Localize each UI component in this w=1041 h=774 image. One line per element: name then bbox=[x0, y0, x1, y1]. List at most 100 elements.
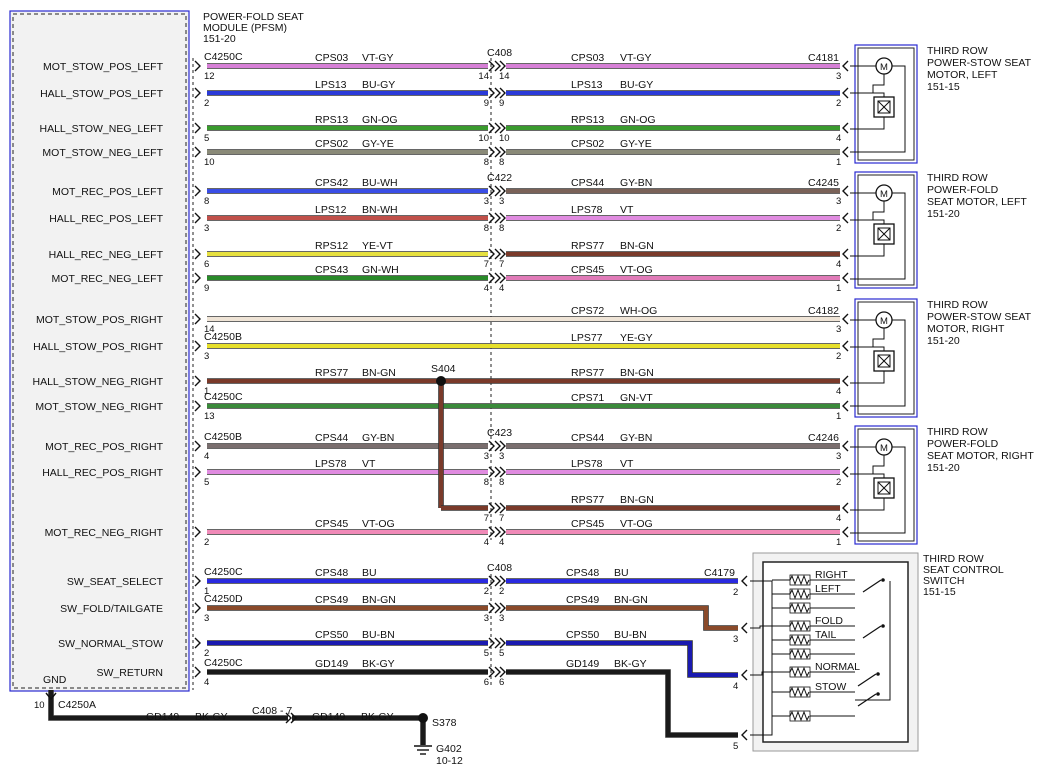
left-connector-id: C4250D bbox=[204, 593, 243, 605]
component-pin-number: 4 bbox=[836, 513, 841, 524]
component-title-line: POWER-FOLD bbox=[927, 438, 999, 450]
inline-pin-left: 9 bbox=[484, 98, 489, 109]
ground-splice-label: S378 bbox=[432, 717, 457, 729]
left-pin-number: 4 bbox=[204, 451, 209, 462]
component-title-stow-left: THIRD ROW POWER-STOW SEAT MOTOR, LEFT 15… bbox=[927, 45, 1032, 93]
right-wire-color: GN-VT bbox=[620, 392, 653, 404]
component-pin-number: 1 bbox=[836, 411, 841, 422]
left-circuit-id: RPS12 bbox=[315, 240, 348, 252]
inline-connector-arrow-left bbox=[488, 122, 495, 134]
right-circuit-id: LPS77 bbox=[571, 332, 603, 344]
component-pin-arrow-icon bbox=[842, 248, 849, 260]
inline-pin-left: 7 bbox=[484, 259, 489, 270]
ground-section: 10 C4250A GD149 BK-GY C408 - 7 GD149 BK-… bbox=[34, 699, 463, 767]
module-pin-label: HALL_STOW_NEG_RIGHT bbox=[32, 376, 163, 388]
left-pin-number: 14 bbox=[204, 324, 215, 335]
inline-connector-arrow-left bbox=[488, 272, 495, 284]
module-pin-label: MOT_STOW_NEG_RIGHT bbox=[35, 401, 163, 413]
inline-pin-right: 8 bbox=[499, 223, 504, 234]
left-connector-id: C4250C bbox=[204, 657, 243, 669]
right-circuit-id: LPS78 bbox=[571, 204, 603, 216]
module-pin-arrow-icon bbox=[194, 526, 201, 538]
module-pin-arrow-icon bbox=[194, 400, 201, 412]
inline-connector-arrow-left-2 bbox=[494, 272, 501, 284]
wire-layer bbox=[48, 63, 840, 745]
inline-pin-right: 9 bbox=[499, 98, 504, 109]
inline-connector-arrow-left-2 bbox=[494, 440, 501, 452]
inline-connector-arrow-left bbox=[488, 526, 495, 538]
inline-connector-arrow-right bbox=[499, 185, 506, 197]
inline-connector-c408-arrow-left bbox=[488, 637, 495, 649]
module-pin-label: SW_FOLD/TAILGATE bbox=[60, 603, 163, 615]
right-wire-color: YE-GY bbox=[620, 332, 653, 344]
left-circuit-id: CPS45 bbox=[315, 518, 348, 530]
motor-icon-glyph: M bbox=[880, 316, 888, 327]
inline-pin-right: 4 bbox=[499, 537, 504, 548]
right-circuit-id: CPS49 bbox=[566, 594, 599, 606]
inline-connector-c408-arrow-left-2 bbox=[494, 666, 501, 678]
right-circuit-id: RPS77 bbox=[571, 494, 604, 506]
left-wire-color: BN-GN bbox=[362, 367, 396, 379]
component-symbols: M bbox=[850, 57, 906, 153]
switch-title-line: 151-15 bbox=[923, 586, 956, 598]
inline-connector-arrow-left bbox=[488, 60, 495, 72]
component-pin-number: 4 bbox=[836, 259, 841, 270]
inline-connector-arrow-right bbox=[499, 526, 506, 538]
component-pin-number: 2 bbox=[836, 223, 841, 234]
inline-connector-arrow-left bbox=[488, 212, 495, 224]
right-circuit-id: CPS03 bbox=[571, 52, 604, 64]
right-circuit-id: RPS77 bbox=[571, 240, 604, 252]
inline-pin-left: 7 bbox=[484, 513, 489, 524]
inline-pin-right: 6 bbox=[499, 677, 504, 688]
inline-connector-arrow-left bbox=[488, 146, 495, 158]
inline-connector-id: C422 bbox=[487, 172, 512, 184]
switch-label-stow: STOW bbox=[815, 681, 846, 693]
inline-connector-arrow-right bbox=[499, 87, 506, 99]
component-pin-number: 4 bbox=[836, 133, 841, 144]
motor-icon-glyph: M bbox=[880, 62, 888, 73]
module-pin-label: HALL_STOW_NEG_LEFT bbox=[39, 123, 163, 135]
inline-connector-arrow-left-2 bbox=[494, 146, 501, 158]
switch-wire-right-CPS50 bbox=[506, 641, 738, 677]
component-pin-number: 3 bbox=[836, 324, 841, 335]
inline-connector-arrow-left-2 bbox=[494, 526, 501, 538]
inline-connector-arrow-left bbox=[488, 440, 495, 452]
module-pin-label: HALL_REC_NEG_LEFT bbox=[49, 249, 164, 261]
switch-wire-right-GD149-outline bbox=[506, 669, 738, 738]
inline-pin-left: 8 bbox=[484, 477, 489, 488]
inline-connector-arrow-left bbox=[488, 248, 495, 260]
ground-circuit-2: GD149 bbox=[312, 711, 345, 723]
left-circuit-id: LPS78 bbox=[315, 458, 347, 470]
inline-connector-arrow-right bbox=[499, 122, 506, 134]
module-pin-label: SW_SEAT_SELECT bbox=[67, 576, 164, 588]
right-circuit-id: CPS48 bbox=[566, 567, 599, 579]
component-pin-number: 2 bbox=[836, 98, 841, 109]
switch-contact bbox=[862, 579, 882, 593]
inline-connector-arrow-left bbox=[488, 466, 495, 478]
inline-connector-arrow-left-2 bbox=[494, 502, 501, 514]
left-circuit-id: CPS49 bbox=[315, 594, 348, 606]
component-pin-number: 2 bbox=[836, 477, 841, 488]
component-title-line: POWER-STOW SEAT bbox=[927, 311, 1032, 323]
right-wire-color: GN-OG bbox=[620, 114, 656, 126]
left-wire-color: BN-GN bbox=[362, 594, 396, 606]
left-pin-number: 2 bbox=[204, 98, 209, 109]
module-title-line-3: 151-20 bbox=[203, 33, 236, 45]
component-symbols: M bbox=[850, 438, 906, 534]
switch-pin-arrow-icon bbox=[741, 622, 748, 634]
resistor-icon bbox=[789, 648, 810, 660]
inline-connector-c408-arrow-left-2 bbox=[494, 575, 501, 587]
component-title-fold-left: THIRD ROW POWER-FOLD SEAT MOTOR, LEFT 15… bbox=[927, 172, 1027, 220]
inline-pin-right: 3 bbox=[499, 451, 504, 462]
switch-pin-number: 2 bbox=[733, 587, 738, 598]
component-connector-id: C4246 bbox=[808, 432, 839, 444]
component-connector-id: C4179 bbox=[704, 567, 735, 579]
ground-icon bbox=[414, 745, 432, 755]
left-wire-color: VT-OG bbox=[362, 518, 395, 530]
component-title-line: THIRD ROW bbox=[927, 426, 988, 438]
component-symbols: M bbox=[850, 311, 906, 407]
resistor-icon bbox=[789, 666, 810, 678]
left-pin-number: 13 bbox=[204, 411, 215, 422]
left-wire-color: GY-BN bbox=[362, 432, 394, 444]
component-title-line: POWER-FOLD bbox=[927, 184, 999, 196]
